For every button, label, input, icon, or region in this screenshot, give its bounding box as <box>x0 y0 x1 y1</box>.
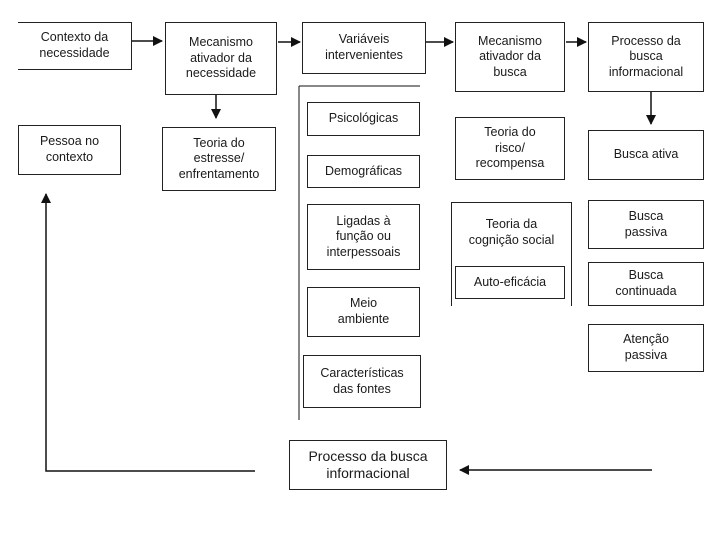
box-passive-attention: Atenção passiva <box>588 324 704 372</box>
box-variable-demographic: Demográficas <box>307 155 420 188</box>
box-information-process: Processo da busca informacional <box>588 22 704 92</box>
box-intervening-variables-label: Variáveis intervenientes <box>325 32 403 62</box>
box-risk-reward-theory: Teoria do risco/ recompensa <box>455 117 565 180</box>
box-person-in-context-label: Pessoa no contexto <box>39 134 100 164</box>
box-person-in-context: Pessoa no contexto <box>18 125 121 175</box>
box-context-of-need: Contexto da necessidade <box>18 22 132 70</box>
box-variable-environment-label: Meio ambiente <box>337 296 390 326</box>
box-variable-environment: Meio ambiente <box>307 287 420 337</box>
box-variable-demographic-label: Demográficas <box>324 163 403 178</box>
box-stress-theory: Teoria do estresse/ enfrentamento <box>162 127 276 191</box>
box-risk-reward-theory-label: Teoria do risco/ recompensa <box>475 125 545 171</box>
box-variable-source-characteristics-label: Características das fontes <box>320 365 404 396</box>
box-activating-mechanism-search: Mecanismo ativador da busca <box>455 22 565 92</box>
box-passive-search-label: Busca passiva <box>624 208 668 239</box>
box-continued-search-label: Busca continuada <box>615 268 677 298</box>
arrow-process-to-person <box>41 193 255 472</box>
box-continued-search: Busca continuada <box>588 262 704 306</box>
box-activating-mechanism-need-label: Mecanismo ativador da necessidade <box>185 35 257 81</box>
box-active-search: Busca ativa <box>588 130 704 180</box>
box-activating-mechanism-search-label: Mecanismo ativador da busca <box>478 33 542 79</box>
box-active-search-label: Busca ativa <box>613 147 679 162</box>
box-variable-psychological: Psicológicas <box>307 102 420 136</box>
box-bottom-information-search-process-label: Processo da busca informacional <box>308 447 428 482</box>
box-context-of-need-label: Contexto da necessidade <box>39 30 110 60</box>
box-bottom-information-search-process: Processo da busca informacional <box>289 440 447 490</box>
box-social-cognition-theory-label: Teoria da cognição social <box>468 217 555 247</box>
box-variable-role-interpersonal: Ligadas à função ou interpessoais <box>307 204 420 270</box>
box-stress-theory-label: Teoria do estresse/ enfrentamento <box>178 135 260 181</box>
box-self-efficacy-label: Auto-eficácia <box>473 274 547 289</box>
box-intervening-variables: Variáveis intervenientes <box>302 22 426 74</box>
box-information-process-label: Processo da busca informacional <box>608 33 684 79</box>
box-passive-attention-label: Atenção passiva <box>623 332 669 362</box>
box-variable-role-interpersonal-label: Ligadas à função ou interpessoais <box>326 213 401 259</box>
box-self-efficacy: Auto-eficácia <box>455 266 565 299</box>
box-social-cognition-theory: Teoria da cognição social <box>451 202 572 306</box>
box-activating-mechanism-need: Mecanismo ativador da necessidade <box>165 22 277 95</box>
box-passive-search: Busca passiva <box>588 200 704 249</box>
box-variable-psychological-label: Psicológicas <box>328 111 399 126</box>
box-variable-source-characteristics: Características das fontes <box>303 355 421 408</box>
